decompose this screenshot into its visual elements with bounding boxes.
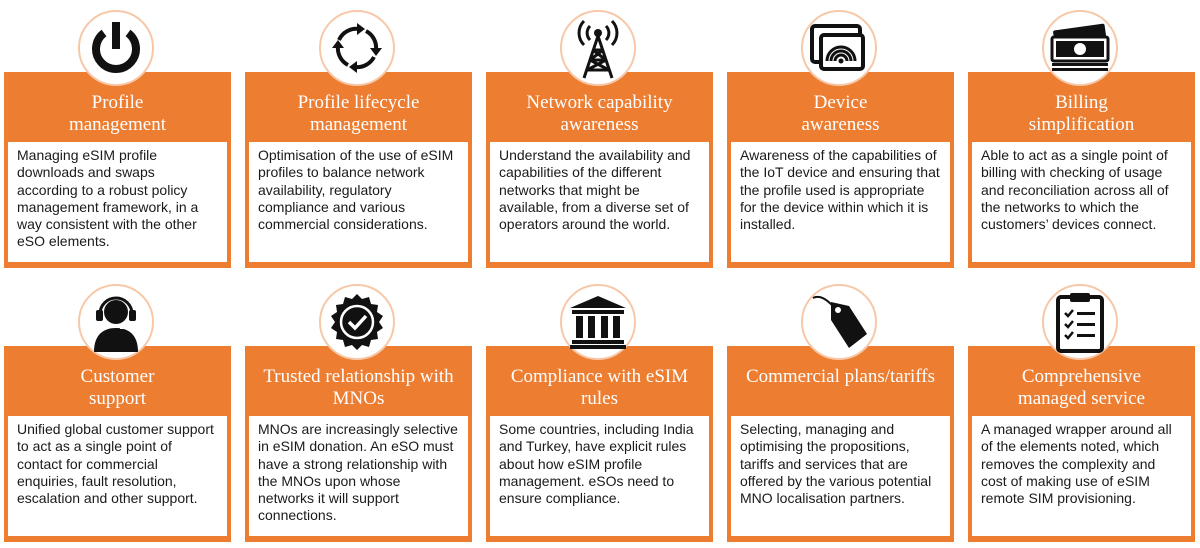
card-description: Optimisation of the use of eSIM profiles… (249, 142, 468, 262)
headset-agent-icon (94, 296, 138, 352)
card-description: MNOs are increasingly selective in eSIM … (249, 416, 468, 536)
institution-icon (570, 296, 626, 349)
card-description: Understand the availability and capabili… (490, 142, 709, 262)
power-icon (92, 22, 140, 73)
card-description: A managed wrapper around all of the elem… (972, 416, 1191, 536)
price-tag-icon (812, 296, 867, 348)
money-stack-icon (1050, 23, 1110, 71)
connected-device-icon (810, 24, 865, 71)
cell-tower-icon (577, 19, 619, 79)
refresh-cycle-icon (332, 23, 382, 73)
card-description: Some countries, including India and Turk… (490, 416, 709, 536)
card-description: Selecting, managing and optimising the p… (731, 416, 950, 536)
card-description: Managing eSIM profile downloads and swap… (8, 142, 227, 262)
card-description: Able to act as a single point of billing… (972, 142, 1191, 262)
verified-badge-icon (331, 294, 383, 350)
card-description: Unified global customer support to act a… (8, 416, 227, 536)
card-description: Awareness of the capabilities of the IoT… (731, 142, 950, 262)
clipboard-checklist-icon (1056, 293, 1104, 353)
